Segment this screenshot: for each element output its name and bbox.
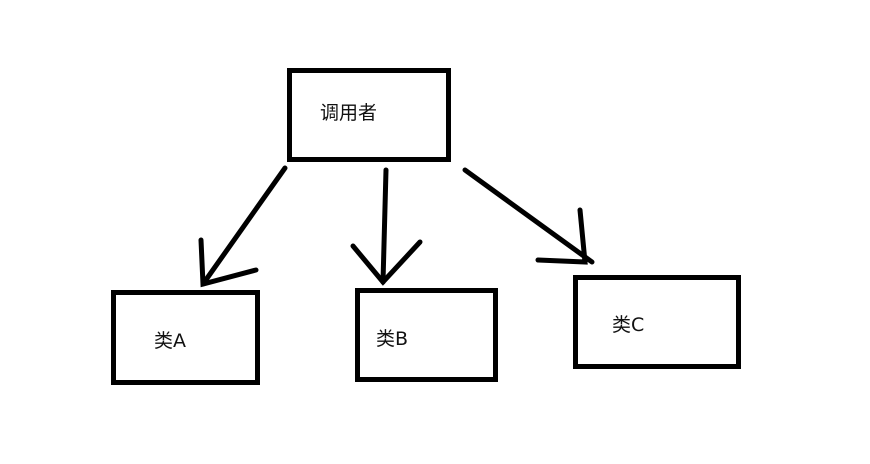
class-a-label: 类A — [154, 330, 186, 352]
class-c-label: 类C — [612, 314, 645, 336]
class-c-node: 类C — [573, 275, 741, 369]
arrow-caller-to-class-c — [462, 167, 595, 265]
caller-node: 调用者 — [287, 68, 451, 162]
class-b-label: 类B — [376, 328, 409, 350]
class-b-node: 类B — [355, 288, 498, 382]
arrow-caller-to-class-a — [198, 165, 288, 288]
caller-label: 调用者 — [320, 102, 378, 124]
arrow-caller-to-class-b — [350, 167, 423, 286]
class-a-node: 类A — [111, 290, 260, 385]
